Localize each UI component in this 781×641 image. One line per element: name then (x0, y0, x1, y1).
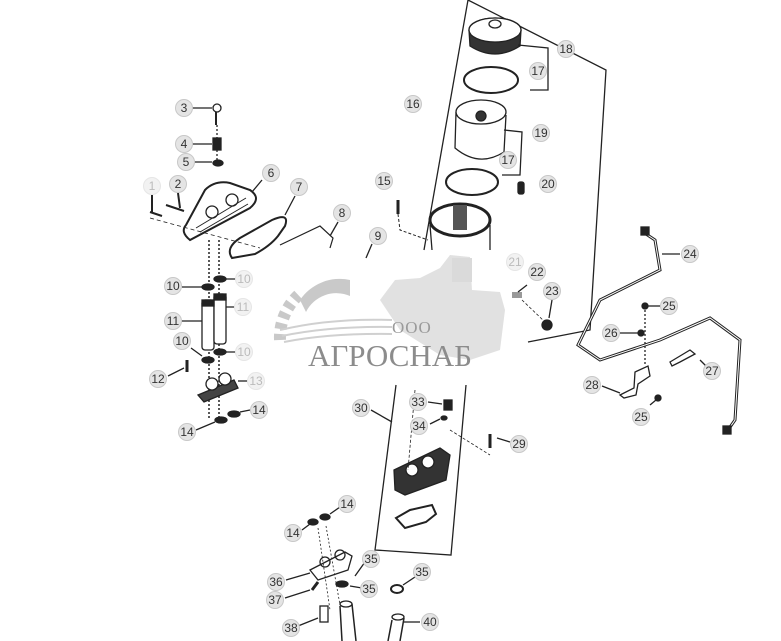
part-callout-5[interactable]: 5 (177, 153, 195, 171)
filter-element-icon (454, 99, 507, 160)
tube-icon (201, 293, 227, 351)
o-ring-icon (463, 66, 519, 94)
part-callout-35c[interactable]: 35 (413, 563, 431, 581)
part-callout-27[interactable]: 27 (703, 362, 721, 380)
part-callout-30[interactable]: 30 (352, 399, 370, 417)
part-callout-16[interactable]: 16 (404, 95, 422, 113)
part-callout-15[interactable]: 15 (375, 172, 393, 190)
part-callout-2[interactable]: 2 (169, 175, 187, 193)
part-callout-11a[interactable]: 11 (164, 312, 182, 330)
watermark-brand: АГРОСНАБ (308, 338, 472, 373)
part-callout-26[interactable]: 26 (602, 324, 620, 342)
part-callout-3[interactable]: 3 (175, 99, 193, 117)
bracket-icon (618, 365, 651, 399)
part-callout-29[interactable]: 29 (510, 435, 528, 453)
part-callout-40[interactable]: 40 (421, 613, 439, 631)
flange-icon (308, 549, 353, 581)
part-callout-33[interactable]: 33 (409, 393, 427, 411)
gear-icon (300, 278, 350, 312)
part-callout-13[interactable]: 13 (247, 372, 265, 390)
o-ring-icon (445, 168, 499, 196)
part-callout-25a[interactable]: 25 (660, 297, 678, 315)
spring-icon (212, 137, 222, 151)
o-ring-icon (390, 584, 404, 594)
part-callout-14a[interactable]: 14 (250, 401, 268, 419)
part-callout-7[interactable]: 7 (290, 178, 308, 196)
part-callout-21[interactable]: 21 (506, 253, 524, 271)
part-callout-24[interactable]: 24 (681, 245, 699, 263)
part-callout-17a[interactable]: 17 (529, 62, 547, 80)
filter-cap-icon (468, 17, 522, 55)
part-callout-12[interactable]: 12 (149, 370, 167, 388)
part-callout-35a[interactable]: 35 (362, 550, 380, 568)
part-callout-14d[interactable]: 14 (284, 524, 302, 542)
part-callout-8[interactable]: 8 (333, 204, 351, 222)
part-callout-23[interactable]: 23 (543, 282, 561, 300)
watermark-prefix: ООО (392, 318, 432, 337)
part-callout-18[interactable]: 18 (557, 40, 575, 58)
part-callout-10d[interactable]: 10 (235, 343, 253, 361)
part-callout-6[interactable]: 6 (262, 164, 280, 182)
part-callout-17b[interactable]: 17 (499, 151, 517, 169)
part-callout-25b[interactable]: 25 (632, 408, 650, 426)
part-callout-35b[interactable]: 35 (360, 580, 378, 598)
part-callout-10b[interactable]: 10 (235, 270, 253, 288)
part-callout-28[interactable]: 28 (583, 376, 601, 394)
flange-base-icon (196, 372, 239, 403)
part-callout-20[interactable]: 20 (539, 175, 557, 193)
valve-housing-icon (393, 447, 451, 496)
part-callout-9[interactable]: 9 (369, 227, 387, 245)
part-callout-4[interactable]: 4 (175, 135, 193, 153)
watermark-logo (273, 255, 505, 360)
part-callout-10a[interactable]: 10 (164, 277, 182, 295)
part-callout-14b[interactable]: 14 (178, 423, 196, 441)
plug-icon (517, 181, 525, 195)
part-callout-1a[interactable]: 1 (143, 177, 161, 195)
gasket-icon (228, 216, 288, 260)
part-callout-36[interactable]: 36 (267, 573, 285, 591)
lower-housing-frame (374, 384, 467, 556)
bracket-icon (669, 349, 697, 367)
pipe-icon (339, 603, 405, 641)
part-callout-11b[interactable]: 11 (234, 298, 252, 316)
part-callout-37[interactable]: 37 (266, 591, 284, 609)
part-callout-19[interactable]: 19 (532, 124, 550, 142)
part-callout-34[interactable]: 34 (410, 417, 428, 435)
filter-housing-frame (423, 0, 607, 343)
part-callout-38[interactable]: 38 (282, 619, 300, 637)
cover-plate-icon (182, 181, 257, 242)
part-callout-10c[interactable]: 10 (173, 332, 191, 350)
part-callout-14c[interactable]: 14 (338, 495, 356, 513)
filter-housing-icon (428, 202, 492, 251)
combine-harvester-icon (380, 255, 505, 360)
part-callout-22[interactable]: 22 (528, 263, 546, 281)
